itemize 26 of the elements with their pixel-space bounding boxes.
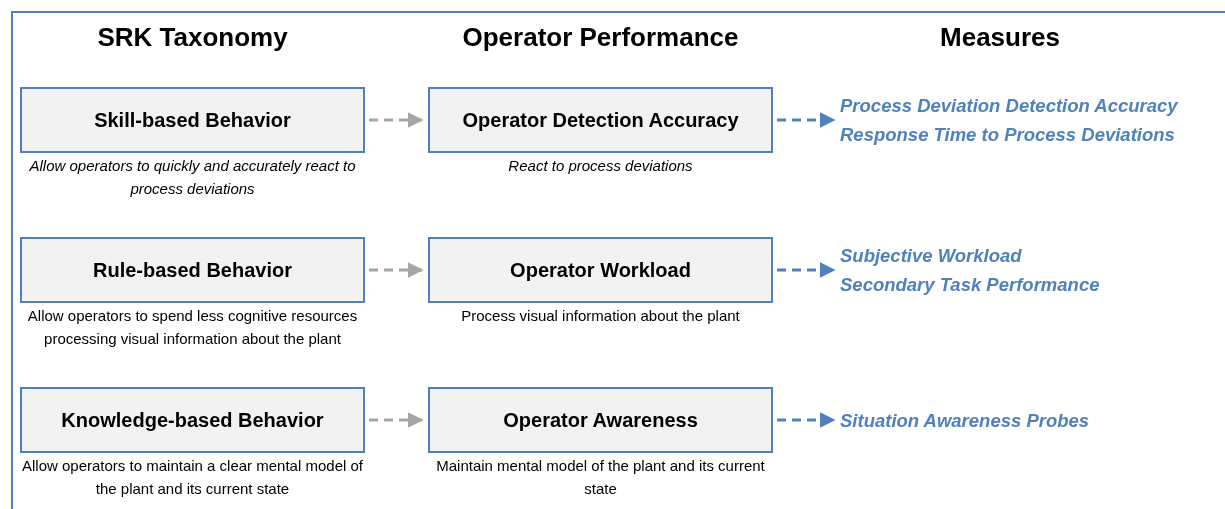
caption-text: Maintain mental model of the plant and its current state (435, 456, 766, 499)
arrow (777, 112, 836, 128)
measure-text: Response Time to Process Deviations (840, 123, 1176, 147)
caption-text: Process visual information about the plant (460, 306, 741, 326)
process-box: Knowledge-based Behavior (20, 387, 365, 453)
caption-text: Allow operators to maintain a clear mental model of the plant and its current state (21, 456, 364, 499)
arrow (369, 112, 424, 128)
column-heading: Measures (939, 22, 1061, 53)
arrow (777, 412, 836, 428)
column-heading: Operator Performance (461, 22, 740, 53)
arrow (369, 412, 424, 428)
column-heading: SRK Taxonomy (96, 22, 289, 53)
process-box: Skill-based Behavior (20, 87, 365, 153)
measure-text: Process Deviation Detection Accuracy (840, 94, 1179, 118)
caption-text: Allow operators to quickly and accurately react to process deviations (28, 156, 357, 199)
process-box: Operator Detection Accuracy (428, 87, 773, 153)
process-box: Operator Workload (428, 237, 773, 303)
process-box: Operator Awareness (428, 387, 773, 453)
measure-text: Secondary Task Performance (840, 273, 1101, 297)
measure-text: Situation Awareness Probes (840, 408, 1091, 433)
arrow (777, 262, 836, 278)
arrow (369, 262, 424, 278)
caption-text: React to process deviations (507, 156, 694, 176)
process-box: Rule-based Behavior (20, 237, 365, 303)
measure-text: Subjective Workload (840, 244, 1023, 268)
caption-text: Allow operators to spend less cognitive resources processing visual information about the plant (26, 306, 359, 349)
